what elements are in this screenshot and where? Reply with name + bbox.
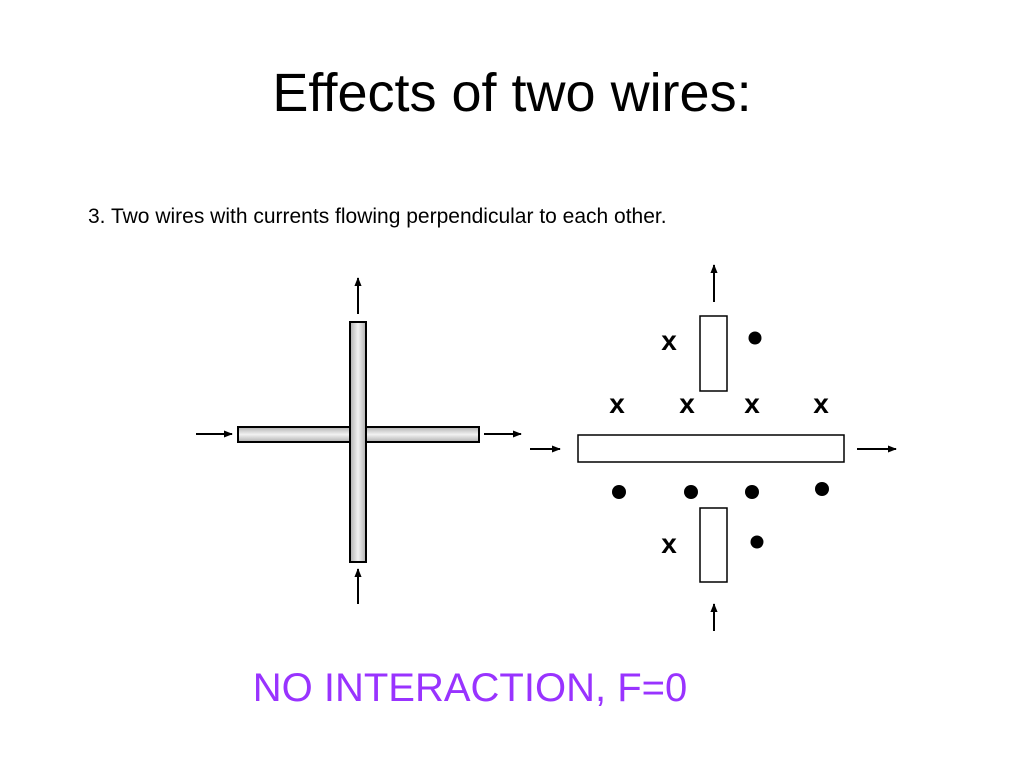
vertical-wire-lower-outline	[699, 507, 728, 583]
field-out-of-page-symbol	[684, 485, 698, 499]
field-into-page-symbol: x	[661, 325, 677, 356]
crossed-wires-figure	[196, 277, 522, 604]
vertical-wire	[349, 321, 367, 563]
vertical-wire-upper-outline	[699, 315, 728, 392]
field-into-page-symbol: x	[813, 388, 829, 419]
horizontal-wire-outline	[577, 434, 845, 463]
field-into-page-symbol: x	[609, 388, 625, 419]
field-out-of-page-symbol	[815, 482, 829, 496]
field-into-page-symbol: x	[744, 388, 760, 419]
field-out-of-page-symbol	[750, 535, 764, 549]
field-pattern-figure: x x x x x x	[530, 264, 897, 631]
slide-subtitle: 3. Two wires with currents flowing perpe…	[88, 205, 667, 228]
field-out-of-page-symbol	[612, 485, 626, 499]
conclusion-text: NO INTERACTION, F=0	[252, 666, 688, 710]
field-into-page-symbol: x	[679, 388, 695, 419]
slide-title: Effects of two wires:	[272, 63, 752, 123]
field-out-of-page-symbol	[748, 331, 762, 345]
field-out-of-page-symbol	[745, 485, 759, 499]
field-into-page-symbol: x	[661, 528, 677, 559]
